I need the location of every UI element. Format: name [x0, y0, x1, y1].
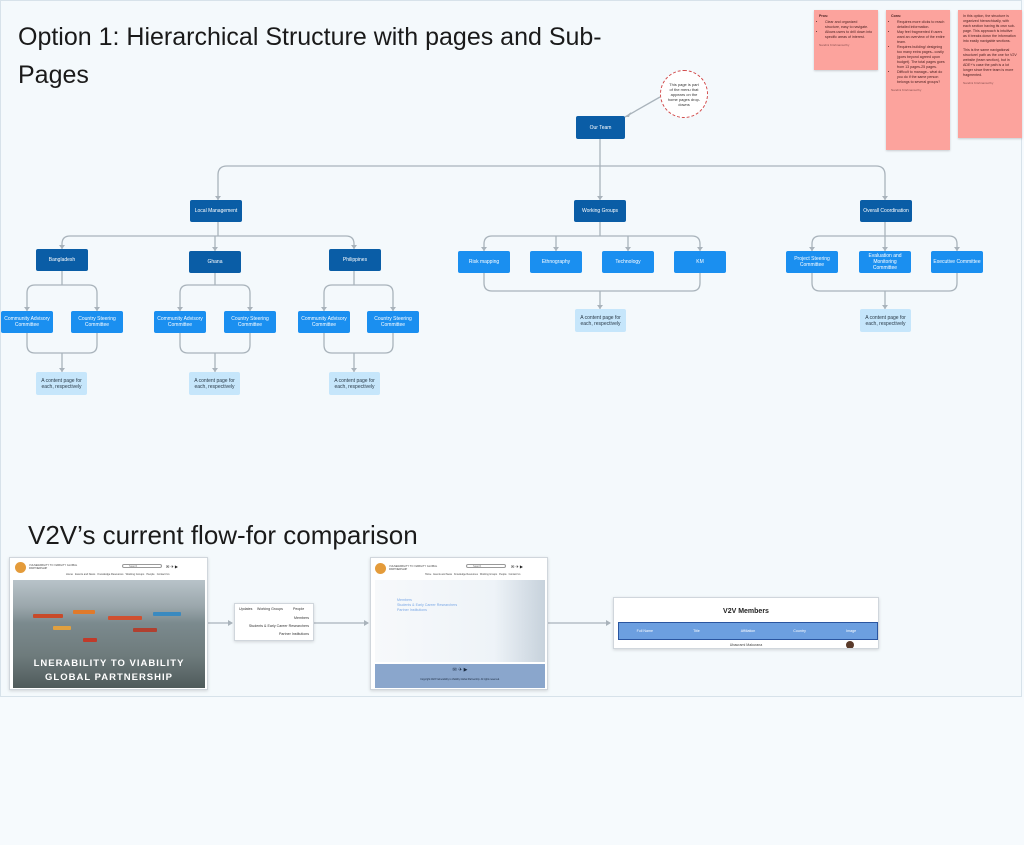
node-executive-committee: Executive Committee [931, 251, 983, 273]
members-table-header: Full Name Title Affiliation Country Imag… [618, 622, 878, 640]
nav-item[interactable]: Knowledge Resources [454, 573, 478, 576]
page-footer: ✉ ✈ ▶ Copyright 2023 Vulnerability to Vi… [375, 664, 545, 688]
node-project-steering: Project Steering Committee [786, 251, 838, 273]
sticky-pros-item: Allows users to drill down into specific… [825, 30, 873, 40]
node-ph-content-page: A content page for each, respectively [329, 372, 380, 395]
footer-social-icons[interactable]: ✉ ✈ ▶ [452, 667, 468, 673]
node-ghana: Ghana [189, 251, 241, 273]
nav-item[interactable]: People [499, 573, 507, 576]
node-ethnography: Ethnography [530, 251, 582, 273]
nav-item[interactable]: Events and News [433, 573, 452, 576]
nav-item[interactable]: Contact Us [156, 573, 170, 576]
flow-screenshot-home: VULNERABILITY TO VIABILITY GLOBAL PARTNE… [9, 557, 208, 690]
people-link[interactable]: Students & Early Career Researchers [397, 603, 458, 607]
nav-item[interactable]: Working Groups [125, 573, 145, 576]
search-input[interactable]: Search [122, 564, 162, 568]
node-gh-country-steering: Country Steering Committee [224, 311, 276, 333]
nav-item[interactable]: People [146, 573, 155, 576]
search-input[interactable]: Search [466, 564, 506, 568]
node-oc-content-page: A content page for each, respectively [860, 309, 911, 332]
nav-item[interactable]: Knowledge Resources [97, 573, 124, 576]
node-bd-community-advisory: Community Advisory Committee [1, 311, 53, 333]
sticky-note-author: Nandini Krishnamurthy [963, 81, 994, 85]
flow-screenshot-people: VULNERABILITY TO VIABILITY GLOBAL PARTNE… [370, 557, 548, 690]
nav-bar[interactable]: Home Events and News Knowledge Resources… [66, 573, 170, 576]
nav-item[interactable]: Contact Us [508, 573, 521, 576]
menu-tab[interactable]: Working Groups [257, 607, 283, 611]
node-bd-content-page: A content page for each, respectively [36, 372, 87, 395]
table-column-header: Full Name [636, 629, 653, 633]
annotation-circle: This page is part of the menu that appea… [660, 70, 708, 118]
avatar [846, 641, 854, 648]
sticky-note-paragraph: In this option, the structure is organiz… [963, 14, 1016, 43]
people-hero: Members Students & Early Career Research… [375, 580, 545, 662]
sticky-cons-author: Nandini Krishnamurthy [891, 88, 922, 92]
sticky-cons: Cons: Requires more clicks to reach deta… [886, 10, 950, 150]
node-risk-mapping: Risk mapping [458, 251, 510, 273]
sticky-pros: Pros: Clear and organized structure, eas… [814, 10, 878, 70]
comparison-title: V2V’s current flow-for comparison [28, 520, 418, 550]
nav-item[interactable]: Events and News [75, 573, 96, 576]
node-bangladesh: Bangladesh [36, 249, 88, 271]
nav-bar[interactable]: Home Events and News Knowledge Resources… [425, 573, 520, 576]
node-gh-content-page: A content page for each, respectively [189, 372, 240, 395]
page-title: Option 1: Hierarchical Structure with pa… [18, 23, 602, 89]
people-links[interactable]: Members Students & Early Career Research… [397, 598, 457, 613]
node-bd-country-steering: Country Steering Committee [71, 311, 123, 333]
people-link[interactable]: Partner Institutions [397, 608, 427, 612]
sticky-note: In this option, the structure is organiz… [958, 10, 1022, 138]
sticky-pros-author: Nandini Krishnamurthy [819, 43, 850, 47]
node-overall-coordination: Overall Coordination [860, 200, 912, 222]
menu-tab[interactable]: People [293, 607, 305, 611]
members-title: V2V Members [723, 608, 769, 615]
nav-item[interactable]: Working Groups [479, 573, 498, 576]
footer-copyright: Copyright 2023 Vulnerability to Viabilit… [420, 679, 500, 681]
node-local-management: Local Management [190, 200, 242, 222]
hero-banner-line1: LNERABILITY TO VIABILITY [33, 658, 185, 669]
menu-item-students[interactable]: Students & Early Career Researchers [248, 624, 309, 628]
menu-tab[interactable]: Updates [239, 607, 253, 611]
node-wg-content-page: A content page for each, respectively [575, 309, 626, 332]
node-evaluation-monitoring: Evaluation and Monitoring Committee [859, 251, 911, 273]
logo-text: VULNERABILITY TO VIABILITY GLOBAL PARTNE… [389, 565, 438, 571]
table-column-header: Country [793, 629, 806, 633]
v2v-logo-icon [15, 562, 26, 573]
connector-lines [24, 96, 960, 626]
people-link[interactable]: Members [397, 598, 412, 602]
nav-item[interactable]: Home [425, 573, 432, 576]
node-gh-community-advisory: Community Advisory Committee [154, 311, 206, 333]
sticky-pros-title: Pros: [819, 14, 829, 18]
sticky-cons-item: Requires more clicks to reach detailed i… [897, 20, 945, 30]
hero-banner-line2: GLOBAL PARTNERSHIP [45, 672, 173, 683]
menu-item-partners[interactable]: Partner Institutions [279, 632, 309, 636]
node-philippines: Philippines [329, 249, 381, 271]
table-column-header: Image [846, 629, 857, 633]
sticky-cons-title: Cons: [891, 14, 902, 18]
node-technology: Technology [602, 251, 654, 273]
flow-screenshot-members: V2V Members Full Name Title Affiliation … [613, 597, 879, 649]
node-working-groups: Working Groups [574, 200, 626, 222]
table-column-header: Affiliation [740, 629, 756, 633]
sticky-note-paragraph: This is the same navigational structure/… [963, 48, 1017, 77]
node-our-team: Our Team [576, 116, 625, 139]
table-row: Ubaurami Makurana [729, 643, 763, 647]
social-icons[interactable]: ✉ ✈ ▶ [166, 564, 179, 569]
flow-screenshot-dropdown: Updates Working Groups People Members St… [234, 603, 314, 641]
sticky-cons-item: Difficult to manage– what do you do if t… [897, 70, 945, 85]
sticky-cons-item: Requires building/ designing too many ex… [897, 45, 945, 70]
node-ph-country-steering: Country Steering Committee [367, 311, 419, 333]
menu-item-members[interactable]: Members [294, 616, 309, 620]
nav-item[interactable]: Home [66, 573, 73, 576]
sticky-cons-item: May feel fragmented if users want an ove… [897, 30, 945, 45]
sticky-pros-item: Clear and organized structure, easy to n… [825, 20, 873, 30]
social-icons[interactable]: ✉ ✈ ▶ [511, 564, 524, 569]
node-ph-community-advisory: Community Advisory Committee [298, 311, 350, 333]
hero-photo: LNERABILITY TO VIABILITY GLOBAL PARTNERS… [13, 580, 205, 688]
v2v-logo-icon [375, 563, 386, 574]
logo-text: VULNERABILITY TO VIABILITY GLOBAL PARTNE… [29, 564, 78, 570]
node-km: KM [674, 251, 726, 273]
table-column-header: Title [693, 629, 700, 633]
